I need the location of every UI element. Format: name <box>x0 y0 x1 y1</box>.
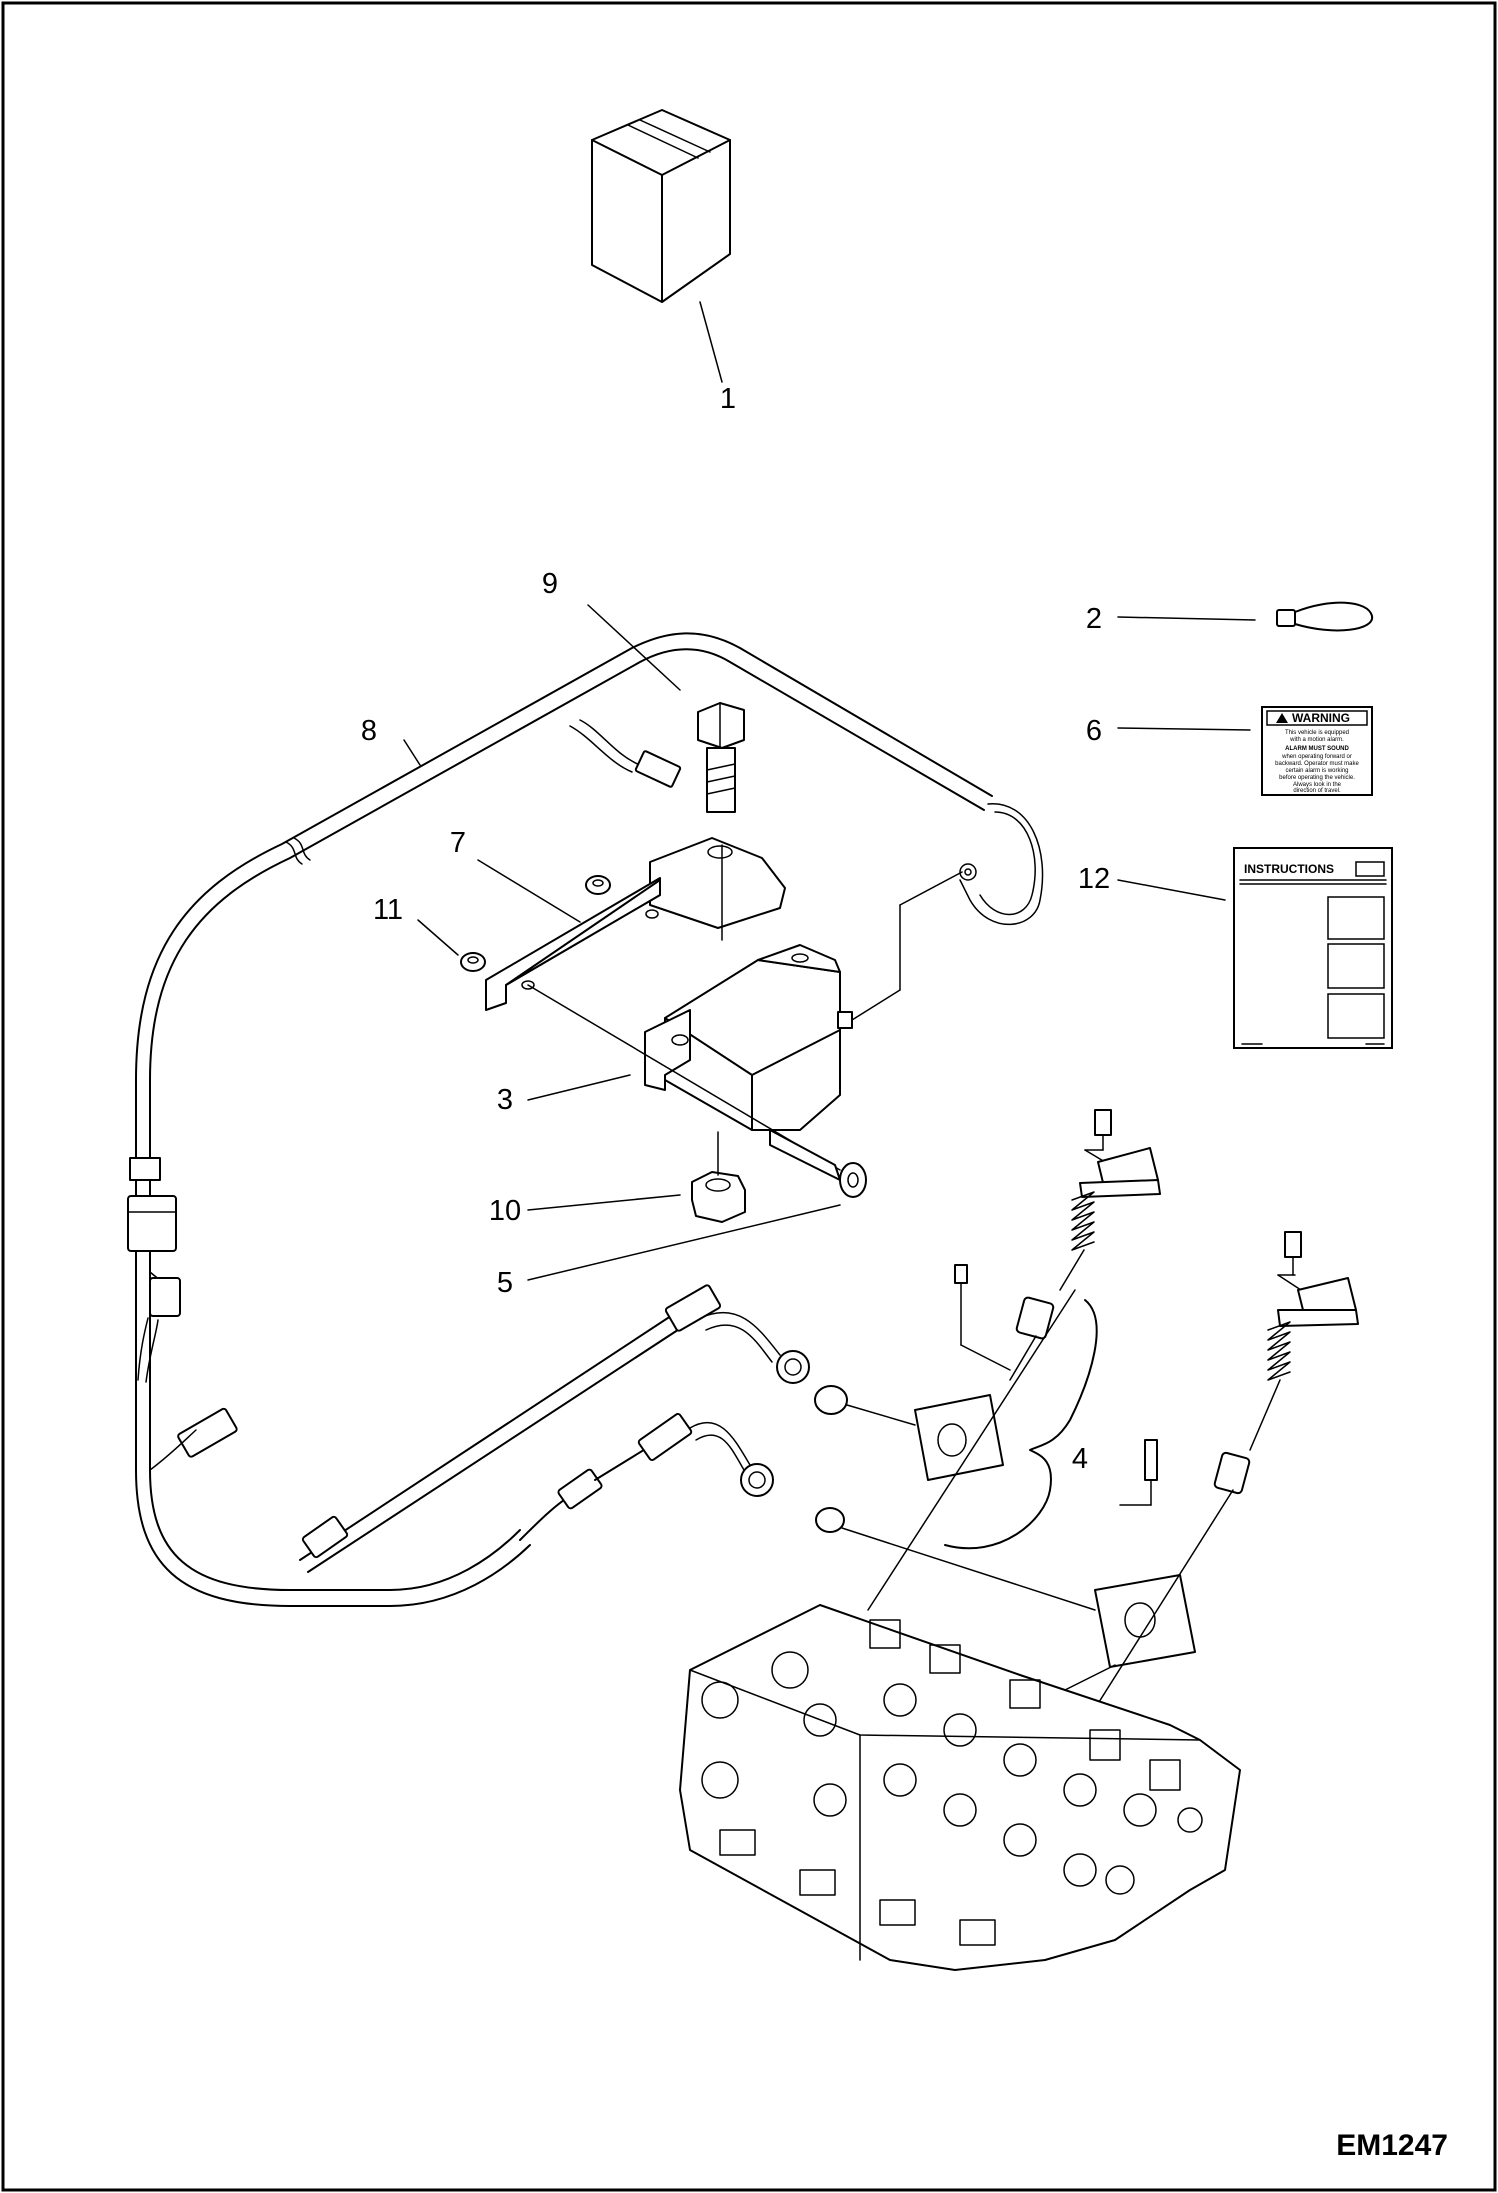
warning-line-2: with a motion alarm. <box>1289 737 1344 743</box>
warning-line-6: before operating the vehicle. <box>1279 775 1355 781</box>
callout-6: 6 <box>1086 715 1102 747</box>
leader-lines <box>403 301 1256 1281</box>
bracket-drawing <box>485 837 786 1011</box>
callout-12: 12 <box>1078 863 1110 895</box>
warning-line-5: certain alarm is working <box>1285 768 1348 774</box>
kit-box-drawing <box>591 109 731 303</box>
warning-line-7: Always look in the <box>1293 782 1342 788</box>
callout-10: 10 <box>489 1195 521 1227</box>
callout-9: 9 <box>542 568 558 600</box>
backup-alarm-drawing <box>644 871 963 1131</box>
callout-3: 3 <box>497 1084 513 1116</box>
callout-5: 5 <box>497 1267 513 1299</box>
warning-decal-heading: ALARM MUST SOUND <box>1285 746 1349 752</box>
bolt-9-drawing <box>697 702 745 813</box>
cable-tie-drawing <box>1276 601 1374 632</box>
warning-line-3: when operating forward or <box>1281 754 1352 760</box>
warning-triangle-icon <box>1276 713 1288 723</box>
instructions-sheet: INSTRUCTIONS <box>1233 847 1393 1049</box>
wiring-harness-drawing <box>127 632 1044 1607</box>
warning-decal: WARNING This vehicle is equipped with a … <box>1261 706 1373 796</box>
bolt-5-drawing <box>527 984 867 1198</box>
callout-11: 11 <box>373 894 403 926</box>
switch-kit-drawing <box>814 1109 1359 1741</box>
warning-decal-title: WARNING <box>1292 711 1350 725</box>
control-valve-drawing <box>679 1604 1241 1971</box>
callout-1: 1 <box>720 383 736 415</box>
callout-8: 8 <box>361 715 377 747</box>
callout-4: 4 <box>1072 1443 1088 1475</box>
callout-2: 2 <box>1086 603 1102 635</box>
instructions-title: INSTRUCTIONS <box>1244 862 1334 876</box>
figure-id-label: EM1247 <box>1336 2129 1448 2162</box>
callout-7: 7 <box>450 827 466 859</box>
nut-11-drawing <box>460 875 611 972</box>
warning-line-8: direction of travel. <box>1293 788 1341 794</box>
nut-10-drawing <box>691 1131 746 1223</box>
warning-line-4: backward. Operator must make <box>1275 761 1359 767</box>
warning-line-1: This vehicle is equipped <box>1285 730 1349 736</box>
